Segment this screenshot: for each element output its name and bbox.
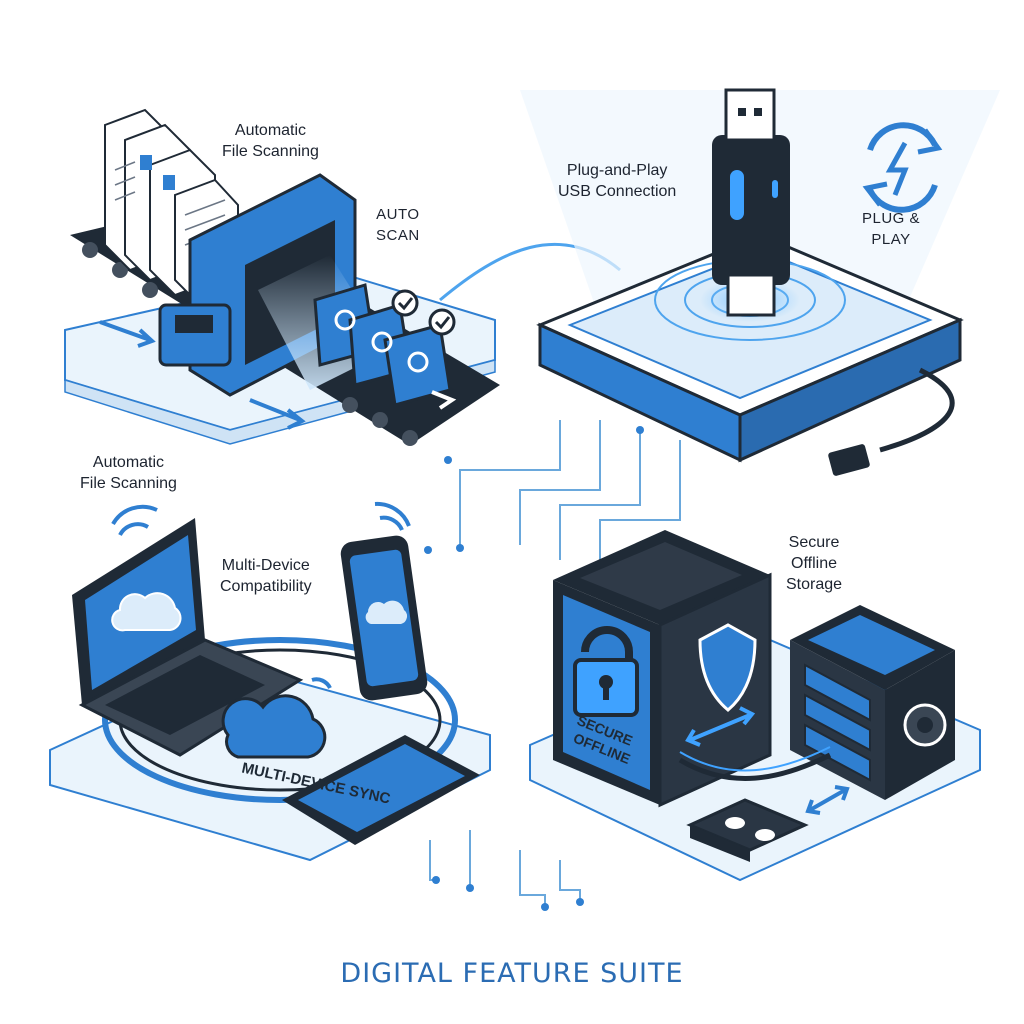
scanned-folders	[313, 283, 452, 407]
secure-title: Secure Offline Storage	[786, 534, 843, 593]
magnifier-icon	[334, 309, 429, 373]
multi-device-title: Multi-Device Compatibility	[220, 557, 312, 595]
server-safe	[790, 605, 955, 800]
cloud-icon	[221, 694, 327, 759]
arrow-icon	[431, 390, 457, 410]
plug-badge: PLUG & PLAY	[862, 210, 921, 248]
usb-stick	[712, 135, 790, 285]
control-panel	[158, 303, 232, 367]
arrow-icon	[249, 398, 306, 430]
sync-ring	[102, 637, 458, 803]
scan-title-left: Automatic File Scanning	[80, 454, 177, 492]
wifi-icon	[111, 501, 411, 690]
cloud-icon	[365, 600, 408, 624]
tape-cartridge	[686, 798, 809, 862]
circuit-nodes	[424, 426, 644, 911]
cloud-icon	[111, 592, 182, 632]
data-cable	[678, 752, 832, 781]
arrow-icon	[805, 785, 850, 815]
scanning-station	[64, 108, 500, 446]
tablet	[282, 735, 480, 845]
arrow-icon	[685, 706, 756, 747]
padlock-icon	[573, 626, 639, 717]
refresh-bolt-icon	[862, 122, 943, 213]
scan-title-top: Automatic File Scanning	[222, 122, 319, 160]
sync-station	[49, 501, 491, 862]
usb-title: Plug-and-Play USB Connection	[558, 162, 677, 200]
footer-title: DIGITAL FEATURE SUITE	[340, 958, 684, 989]
arrow-icon	[99, 320, 156, 348]
secure-station	[529, 530, 981, 882]
checkmark-icon	[391, 289, 456, 336]
auto-scan-badge: AUTO SCAN	[376, 206, 420, 244]
usb-station	[520, 88, 1000, 476]
usb-cable	[879, 367, 955, 453]
shield-icon	[698, 623, 757, 712]
